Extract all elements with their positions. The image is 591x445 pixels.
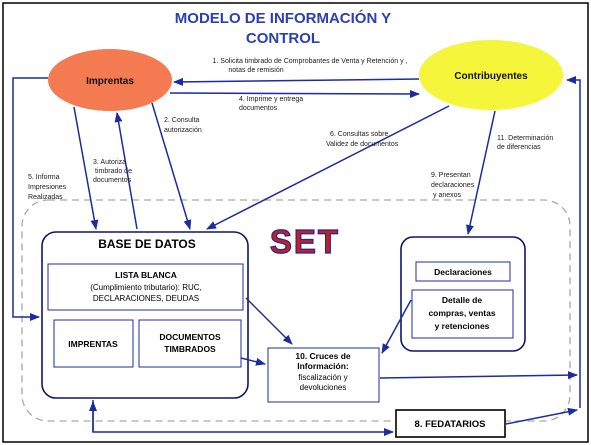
detalle-line-2: compras, ventas bbox=[428, 308, 495, 318]
label-1-line-1: 1. Solicita timbrado de Comprobantes de … bbox=[213, 58, 408, 65]
cruces-line-3: fiscalización y bbox=[298, 373, 347, 382]
documentos-timbrados-line-2: TIMBRADOS bbox=[164, 344, 216, 354]
set-logo-text: SET bbox=[270, 223, 340, 260]
title-line-1: MODELO DE INFORMACIÓN Y bbox=[175, 9, 391, 27]
imprentas-node bbox=[48, 49, 172, 111]
arrow-detalle-to-cruces bbox=[381, 299, 412, 354]
lista-blanca-line-2: (Cumplimiento tributario): RUC, bbox=[90, 283, 202, 292]
imprentas-db-label: IMPRENTAS bbox=[68, 339, 118, 349]
arrow-5-informa-impresiones bbox=[73, 106, 99, 230]
arrow-1-solicita-timbrado bbox=[173, 77, 420, 86]
label-11-line-2: de diferencias bbox=[497, 144, 541, 151]
imprentas-label: Imprentas bbox=[86, 76, 134, 87]
label-5-line-1: 5. Informa bbox=[28, 174, 60, 181]
cruces-box bbox=[267, 347, 380, 403]
label-3-line-2: timbrado de bbox=[95, 168, 132, 175]
cruces-line-2: Información: bbox=[297, 361, 349, 371]
documentos-timbrados-line-1: DOCUMENTOS bbox=[159, 332, 221, 342]
label-6-line-1: 6. Consultas sobre bbox=[330, 131, 388, 138]
cruces-line-1: 10. Cruces de bbox=[295, 351, 351, 361]
label-3-line-3: documentos bbox=[93, 177, 132, 184]
title-line-2: CONTROL bbox=[246, 30, 320, 47]
label-4-line-2: documentos bbox=[239, 105, 278, 112]
fedatarios-box bbox=[395, 409, 506, 438]
declaraciones-box bbox=[415, 261, 511, 282]
base-de-datos-box bbox=[41, 231, 249, 399]
declaraciones-label: Declaraciones bbox=[434, 267, 492, 277]
label-4-line-1: 4. Imprime y entrega bbox=[239, 96, 303, 103]
set-logo: SET bbox=[269, 222, 340, 260]
arrow-4-imprime-entrega bbox=[169, 89, 420, 98]
arrow-fedatarios-to-right bbox=[505, 407, 578, 425]
label-9-line-3: y anexos bbox=[433, 192, 462, 199]
label-5-line-2: Impresiones bbox=[28, 184, 67, 191]
label-1-line-2: notas de remisión bbox=[228, 67, 283, 74]
contribuyentes-label: Contribuyentes bbox=[454, 71, 528, 82]
arrow-db-to-fedatarios bbox=[92, 400, 394, 436]
cruces-line-4: devoluciones bbox=[300, 383, 347, 392]
label-9-line-1: 9. Presentan bbox=[431, 172, 471, 179]
arrow-2-consulta-autorizacion bbox=[151, 102, 192, 230]
arrow-cruces-to-right bbox=[379, 371, 578, 380]
lista-blanca-line-3: DECLARACIONES, DEUDAS bbox=[93, 294, 199, 303]
label-11-line-1: 11. Determinación bbox=[497, 135, 553, 142]
detalle-line-1: Detalle de bbox=[442, 295, 482, 305]
base-de-datos-title: BASE DE DATOS bbox=[98, 237, 196, 251]
detalle-line-3: y retenciones bbox=[435, 321, 490, 331]
detalle-box bbox=[411, 289, 514, 339]
arrow-documentos-to-cruces bbox=[240, 357, 266, 366]
label-9-line-2: declaraciones bbox=[431, 182, 475, 189]
imprentas-db-box bbox=[53, 319, 134, 368]
label-3-line-1: 3. Autoriza bbox=[93, 159, 126, 166]
arrow-6-consultas-validez bbox=[206, 105, 450, 230]
arrow-3-autoriza-timbrado bbox=[114, 112, 138, 230]
documentos-timbrados-box bbox=[138, 319, 242, 368]
label-6-line-2: Validez de documentos bbox=[326, 141, 399, 148]
fedatarios-label: 8. FEDATARIOS bbox=[415, 419, 486, 430]
label-5-line-3: Realizadas bbox=[28, 194, 63, 201]
label-2-line-1: 2. Consulta bbox=[164, 117, 200, 124]
contribuyentes-node bbox=[419, 40, 563, 110]
arrow-imprentas-to-db-left bbox=[12, 77, 48, 321]
lista-blanca-title: LISTA BLANCA bbox=[115, 270, 177, 280]
lista-blanca-box bbox=[47, 263, 244, 311]
arrow-9-presentan-declaraciones bbox=[466, 110, 496, 235]
arrow-lista-blanca-to-cruces bbox=[245, 297, 293, 345]
label-2-line-2: autorización bbox=[164, 127, 202, 134]
arrow-11-determinacion-diferencias bbox=[566, 76, 581, 408]
